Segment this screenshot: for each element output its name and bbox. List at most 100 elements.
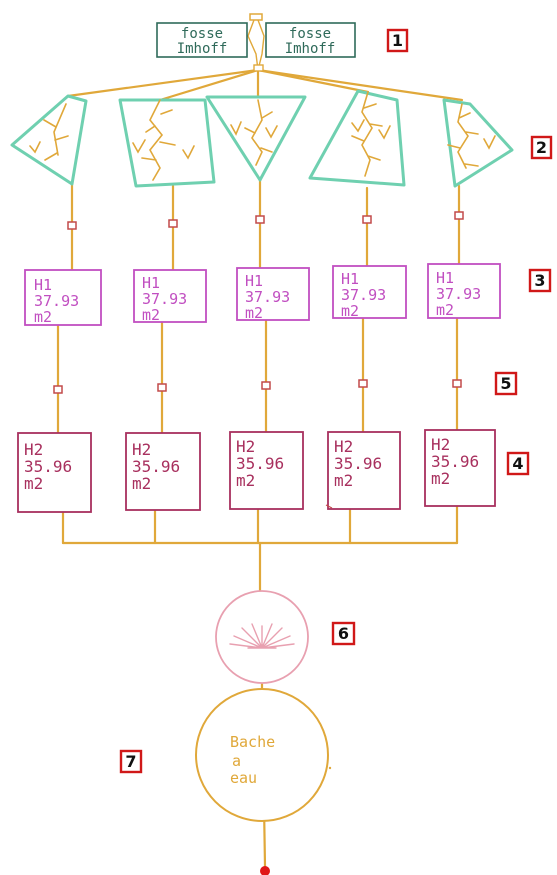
water-tank-outline (195, 688, 329, 822)
h2-3-area: 35.96 (236, 454, 284, 473)
h2-box-1: H2 35.96 m2 (17, 432, 92, 513)
valves (53, 211, 464, 394)
basin-3-outline (205, 95, 307, 182)
marker-7-box (119, 749, 143, 774)
imhoff-junction (253, 64, 264, 72)
valve-h1-5 (452, 379, 462, 388)
marker-3-box (528, 268, 552, 293)
marker-2-label: 2 (536, 138, 547, 157)
imhoff-tanks: fosse Imhoff fosse Imhoff (156, 13, 356, 72)
imhoff-1-line1: fosse (181, 26, 223, 42)
h2-1-name: H2 (24, 440, 43, 459)
h2-box-1-frame (17, 432, 92, 513)
h2-3-name: H2 (236, 437, 255, 456)
h1-5-area: 37.93 (436, 285, 481, 303)
basin-3 (205, 95, 307, 182)
marker-1: 1 (386, 28, 409, 53)
fountain-filter (215, 590, 309, 684)
h2-box-4: H2 35.96 m2 (327, 431, 401, 510)
h1-box-3-frame (236, 267, 310, 321)
h1-box-5-frame (427, 263, 501, 319)
basin-2 (118, 98, 216, 188)
h2-1-unit: m2 (24, 474, 43, 493)
h1-2-unit: m2 (142, 306, 160, 324)
imhoff-box-2 (265, 22, 356, 58)
distribution-pipe-1 (66, 68, 260, 98)
h2-5-area: 35.96 (431, 452, 479, 471)
h2-4-name: H2 (334, 437, 353, 456)
imhoff-coupling (249, 13, 263, 21)
h2-box-3-frame (229, 431, 304, 510)
outlet-point (260, 866, 270, 875)
h2-2-unit: m2 (132, 474, 151, 493)
h1-4-name: H1 (341, 270, 359, 288)
marker-5-box (494, 371, 518, 396)
h1-box-1: H1 37.93 m2 (24, 269, 102, 326)
imhoff-box-1 (156, 22, 248, 58)
h1-2-area: 37.93 (142, 290, 187, 308)
h1-3-unit: m2 (245, 304, 263, 322)
marker-2-box (530, 135, 553, 160)
h1-box-4-frame (332, 265, 407, 319)
h2-2-name: H2 (132, 440, 151, 459)
h2-5-unit: m2 (431, 469, 450, 488)
valve-basin-5 (454, 211, 464, 220)
marker-6-label: 6 (338, 624, 349, 643)
h2-box-5: H2 35.96 m2 (424, 429, 496, 507)
basin-1-drains (29, 103, 69, 161)
h1-box-1-frame (24, 269, 102, 326)
h2-3-unit: m2 (236, 471, 255, 490)
marker-6: 6 (331, 621, 356, 646)
valve-h1-3 (261, 381, 271, 390)
h2-box-2-frame (125, 432, 201, 511)
valve-basin-2 (168, 219, 178, 228)
basins (10, 89, 514, 188)
h2-box-5-frame (424, 429, 496, 507)
valve-basin-1 (67, 221, 77, 230)
h2-box-2: H2 35.96 m2 (125, 432, 201, 511)
h2-1-area: 35.96 (24, 457, 72, 476)
marker-1-label: 1 (392, 31, 403, 50)
tank-dot (328, 766, 332, 770)
basin-4-drains (351, 91, 391, 177)
imhoff-1-line2: Imhoff (177, 41, 228, 57)
tank-label-line2: a (232, 752, 241, 770)
h2-4-area: 35.96 (334, 454, 382, 473)
basin-3-drains (230, 99, 278, 166)
h1-box-4: H1 37.93 m2 (332, 265, 407, 320)
valve-basin-4 (362, 215, 372, 224)
valve-h1-1 (53, 385, 63, 394)
h2-2-area: 35.96 (132, 457, 180, 476)
h1-box-2: H1 37.93 m2 (133, 269, 207, 324)
marker-3: 3 (528, 268, 552, 293)
imhoff-2-line1: fosse (289, 26, 331, 42)
marker-2: 2 (530, 135, 553, 160)
h1-5-name: H1 (436, 269, 454, 287)
basin-5-drains (447, 103, 496, 169)
tank-label-line1: Bache (230, 733, 275, 751)
h1-3-area: 37.93 (245, 288, 290, 306)
h1-4-unit: m2 (341, 302, 359, 320)
basin-5 (442, 98, 514, 188)
imhoff-connector (247, 19, 265, 71)
distribution-pipe-2 (158, 68, 260, 102)
h1-box-5: H1 37.93 m2 (427, 263, 501, 319)
marker-4-box (506, 451, 530, 476)
h1-box-2-frame (133, 269, 207, 323)
valve-h1-2 (157, 383, 167, 392)
marker-3-label: 3 (534, 271, 545, 290)
marker-4-label: 4 (512, 454, 523, 473)
basin-5-outline (442, 98, 514, 188)
h1-1-unit: m2 (34, 308, 52, 326)
basin-1 (10, 94, 88, 186)
marker-6-box (331, 621, 356, 646)
water-tank: Bache a eau (195, 688, 332, 822)
h1-1-name: H1 (34, 276, 52, 294)
markers: 1 2 3 5 4 6 7 (119, 28, 553, 774)
h1-3-name: H1 (245, 272, 263, 290)
h2-4-unit: m2 (334, 471, 353, 490)
h2-5-name: H2 (431, 435, 450, 454)
h1-box-3: H1 37.93 m2 (236, 267, 310, 322)
h2-box-3: H2 35.96 m2 (229, 431, 304, 510)
